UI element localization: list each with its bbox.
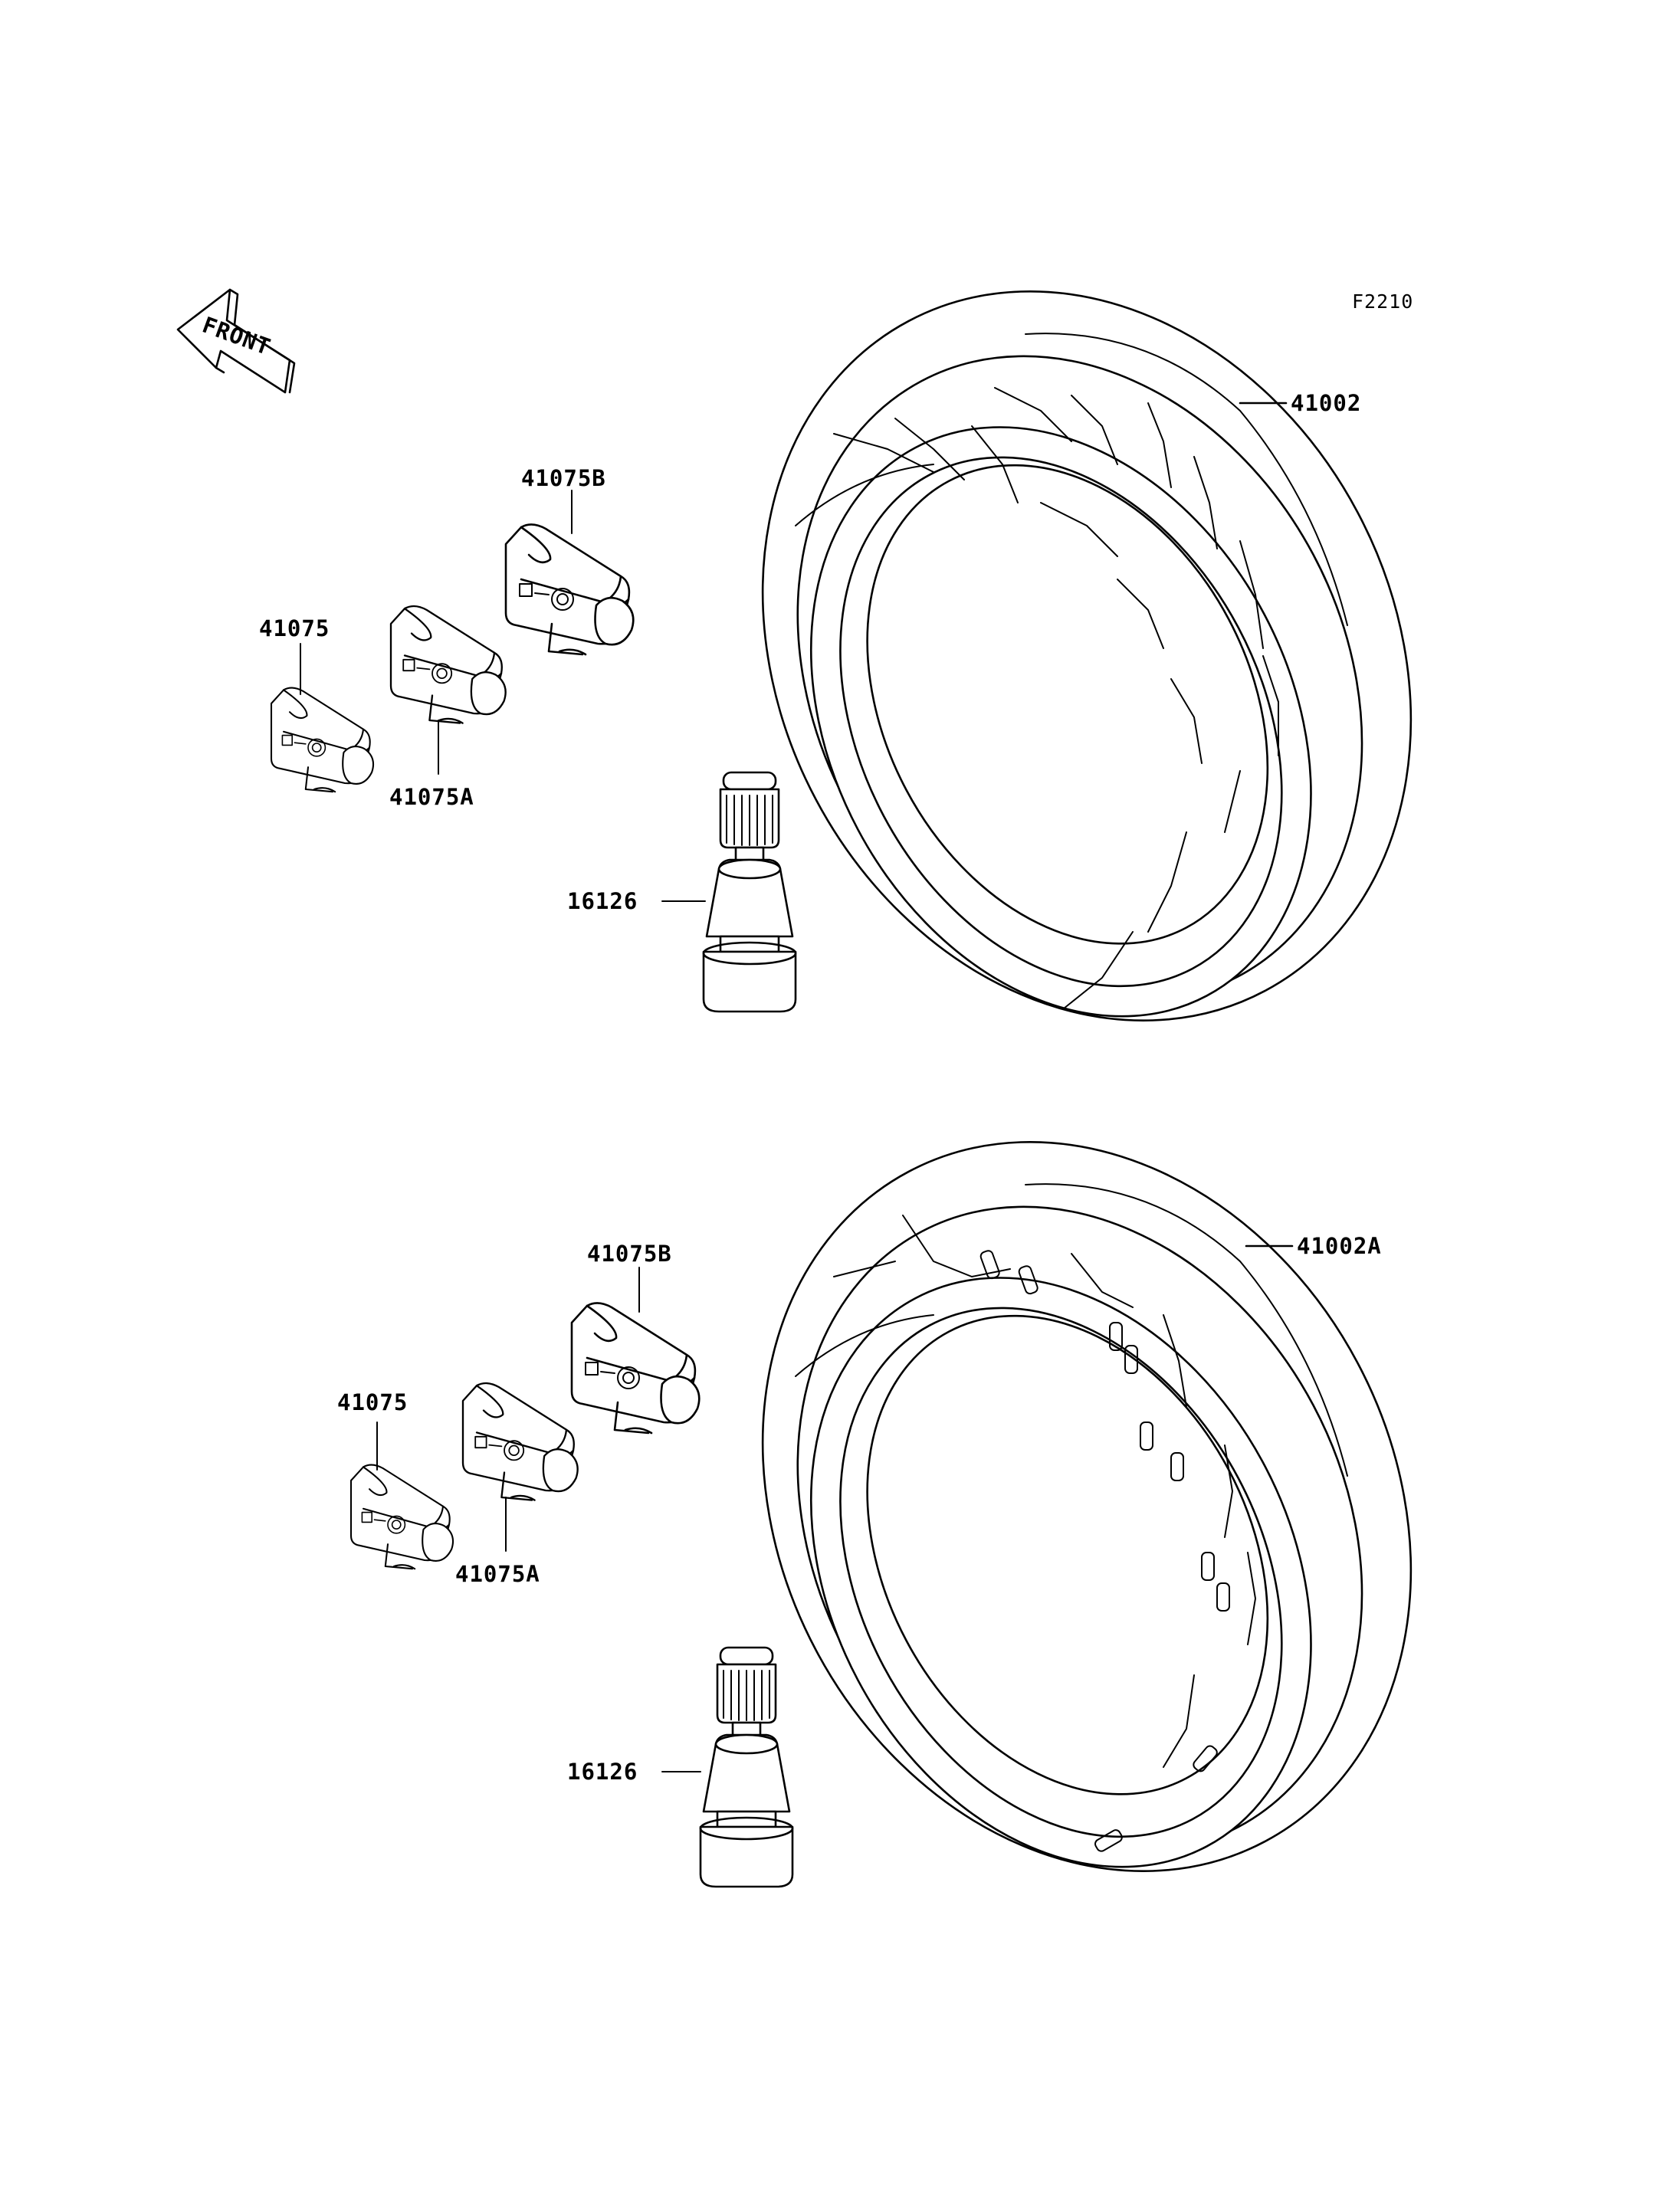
lower-weight-a: [461, 1382, 579, 1501]
upper-tire-leader: 41002: [1239, 390, 1361, 416]
upper-valve: [702, 771, 797, 1013]
lower-weight-a-label: 41075A: [455, 1561, 540, 1587]
lower-weight: [349, 1464, 454, 1570]
lower-weight-b: [570, 1302, 701, 1435]
lower-tire-leader: 41002A: [1245, 1233, 1382, 1259]
upper-tire-label: 41002: [1291, 390, 1361, 416]
lower-weight-label: 41075: [337, 1389, 408, 1415]
tread-blocks: [979, 1250, 1230, 1852]
upper-weight: [270, 687, 375, 793]
lower-tire-label: 41002A: [1297, 1233, 1382, 1259]
upper-valve-label: 16126: [567, 888, 638, 914]
upper-weight-a: [389, 605, 507, 724]
lower-tire: [637, 1026, 1537, 1987]
upper-weight-b: [504, 523, 635, 656]
upper-tire: [637, 175, 1537, 1136]
lower-valve-label: 16126: [567, 1759, 638, 1785]
lower-weight-b-label: 41075B: [587, 1241, 672, 1267]
upper-weight-b-label: 41075B: [521, 465, 606, 491]
front-arrow-icon: FRONT: [176, 288, 296, 394]
upper-weight-a-label: 41075A: [389, 784, 474, 810]
upper-weight-label: 41075: [259, 615, 330, 641]
figure-code: F2210: [1352, 290, 1413, 313]
lower-valve: [699, 1646, 794, 1888]
